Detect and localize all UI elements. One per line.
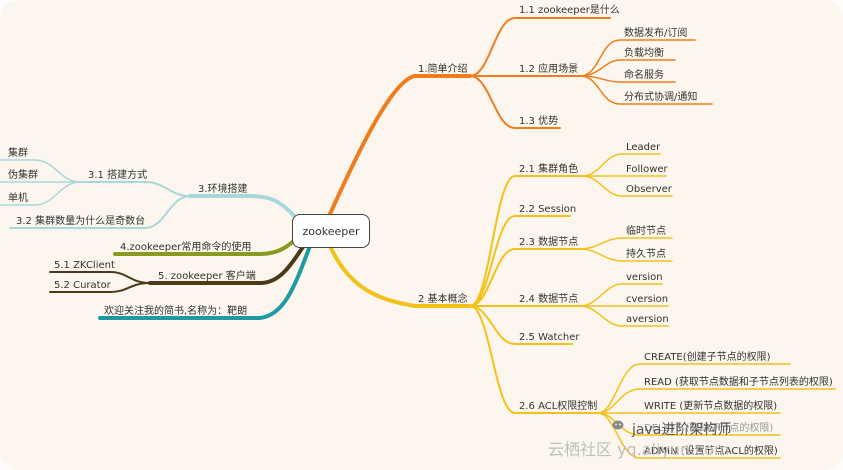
node-role-observer[interactable]: Observer bbox=[626, 184, 672, 195]
node-scene-naming[interactable]: 命名服务 bbox=[624, 70, 664, 81]
node-client[interactable]: 5. zookeeper 客户端 bbox=[158, 271, 256, 282]
node-acl-admin[interactable]: ADMIN (设置节点ACL的权限) bbox=[644, 446, 778, 457]
node-persistent[interactable]: 持久节点 bbox=[626, 249, 666, 260]
root-node[interactable]: zookeeper bbox=[292, 214, 370, 248]
node-zkclient[interactable]: 5.1 ZKClient bbox=[54, 260, 115, 271]
watermark-account: java进阶架构师 bbox=[632, 422, 732, 438]
wechat-icon bbox=[612, 420, 624, 430]
node-role-leader[interactable]: Leader bbox=[626, 142, 661, 153]
node-curator[interactable]: 5.2 Curator bbox=[54, 280, 111, 291]
node-build-single[interactable]: 单机 bbox=[8, 193, 28, 204]
node-acl-delete[interactable]: DELETE (删除子节点的权限) bbox=[644, 423, 774, 434]
node-acl[interactable]: 2.6 ACL权限控制 bbox=[519, 401, 598, 412]
node-cluster-roles[interactable]: 2.1 集群角色 bbox=[519, 164, 579, 175]
node-env-setup[interactable]: 3.环境搭建 bbox=[198, 184, 248, 195]
node-intro[interactable]: 1.简单介绍 bbox=[418, 64, 468, 75]
node-follow[interactable]: 欢迎关注我的简书,名称为：靶朗 bbox=[104, 306, 248, 317]
node-session[interactable]: 2.2 Session bbox=[519, 204, 577, 215]
node-commands[interactable]: 4.zookeeper常用命令的使用 bbox=[120, 242, 252, 253]
node-what-is[interactable]: 1.1 zookeeper是什么 bbox=[519, 5, 620, 16]
node-acl-create[interactable]: CREATE(创建子节点的权限) bbox=[644, 352, 771, 363]
node-scene-lb[interactable]: 负载均衡 bbox=[624, 48, 664, 59]
node-odd-count[interactable]: 3.2 集群数量为什么是奇数台 bbox=[16, 216, 146, 227]
node-advantages[interactable]: 1.3 优势 bbox=[519, 116, 559, 127]
node-watcher[interactable]: 2.5 Watcher bbox=[519, 332, 580, 343]
node-aversion[interactable]: aversion bbox=[626, 314, 669, 325]
node-build-pseudo[interactable]: 伪集群 bbox=[8, 170, 38, 181]
node-scenarios[interactable]: 1.2 应用场景 bbox=[519, 64, 579, 75]
watermark-site: 云栖社区 yq.aliyun.com bbox=[548, 440, 730, 459]
node-acl-read[interactable]: READ (获取节点数据和子节点列表的权限) bbox=[644, 377, 833, 388]
node-data-node-1[interactable]: 2.3 数据节点 bbox=[519, 237, 579, 248]
node-ephemeral[interactable]: 临时节点 bbox=[626, 226, 666, 237]
node-scene-pubsub[interactable]: 数据发布/订阅 bbox=[624, 28, 688, 39]
node-data-node-2[interactable]: 2.4 数据节点 bbox=[519, 294, 579, 305]
node-version[interactable]: version bbox=[626, 272, 663, 283]
node-build-cluster[interactable]: 集群 bbox=[8, 148, 28, 159]
node-cversion[interactable]: cversion bbox=[626, 294, 669, 305]
node-acl-write[interactable]: WRITE (更新节点数据的权限) bbox=[644, 401, 778, 412]
node-basic-concepts[interactable]: 2 基本概念 bbox=[418, 294, 468, 305]
node-scene-coord[interactable]: 分布式协调/通知 bbox=[624, 92, 698, 103]
node-build-methods[interactable]: 3.1 搭建方式 bbox=[88, 170, 148, 181]
node-role-follower[interactable]: Follower bbox=[626, 164, 668, 175]
